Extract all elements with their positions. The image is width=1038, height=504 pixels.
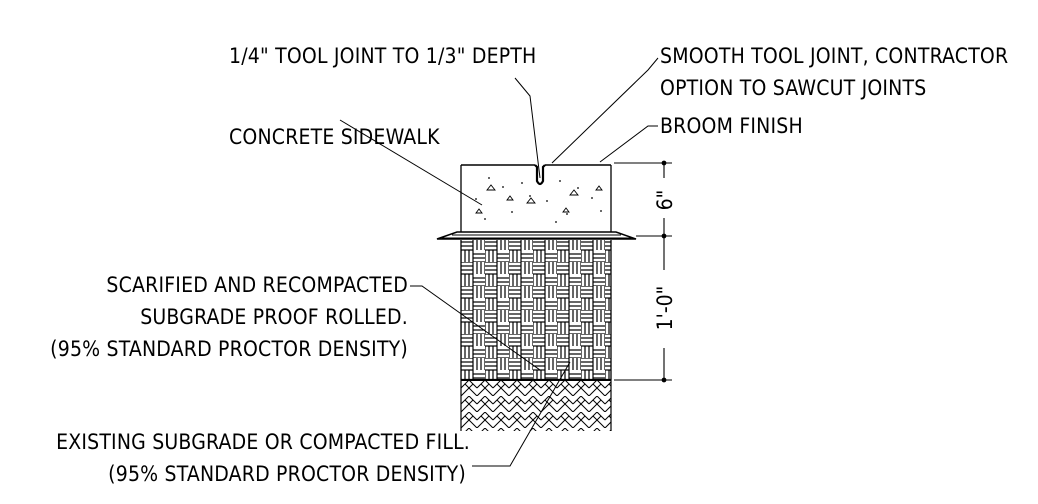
subgrade-depth-dimension: 1'-0" <box>653 286 677 331</box>
leader-lines <box>339 57 659 467</box>
label-scarified-line3: (95% STANDARD PROCTOR DENSITY) <box>50 337 408 361</box>
label-smooth-tool-joint-line1: SMOOTH TOOL JOINT, CONTRACTOR <box>660 44 1008 68</box>
label-tool-joint: 1/4" TOOL JOINT TO 1/3" DEPTH <box>229 44 536 68</box>
slab-base-band <box>436 231 637 240</box>
label-existing-line2: (95% STANDARD PROCTOR DENSITY) <box>108 462 466 486</box>
concrete-slab <box>460 164 612 232</box>
label-concrete-sidewalk: CONCRETE SIDEWALK <box>229 125 440 149</box>
label-existing-line1: EXISTING SUBGRADE OR COMPACTED FILL. <box>56 430 470 454</box>
slab-thickness-dimension: 6" <box>653 190 677 211</box>
label-broom-finish: BROOM FINISH <box>660 114 803 138</box>
label-scarified-line1: SCARIFIED AND RECOMPACTED <box>106 273 408 297</box>
tool-joint-groove <box>534 164 546 186</box>
concrete-aggregate <box>475 177 602 223</box>
recompacted-subgrade <box>460 240 612 382</box>
existing-subgrade <box>460 380 612 431</box>
label-scarified-line2: SUBGRADE PROOF ROLLED. <box>140 305 408 329</box>
label-smooth-tool-joint-line2: OPTION TO SAWCUT JOINTS <box>660 76 926 100</box>
